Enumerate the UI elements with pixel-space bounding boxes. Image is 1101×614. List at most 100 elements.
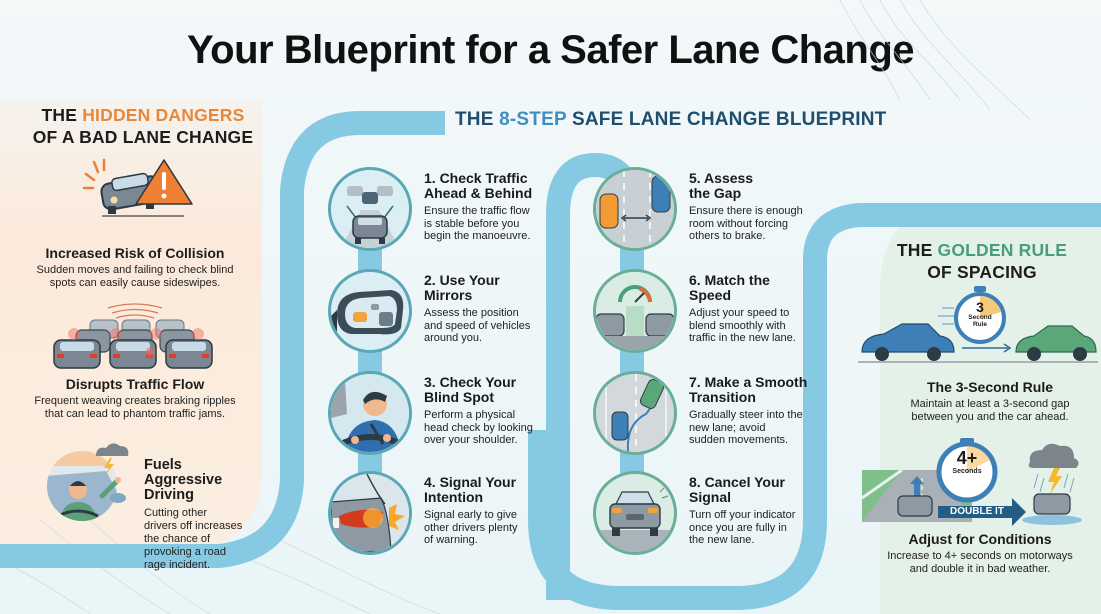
desc-line: over your shoulder. bbox=[424, 434, 518, 446]
desc-line: Ensure the traffic flow bbox=[424, 205, 530, 217]
desc-line: the new lane. bbox=[689, 534, 755, 546]
desc-line: Increase to 4+ seconds on motorways bbox=[887, 550, 1073, 562]
heading-line: Fuels bbox=[144, 457, 182, 473]
desc-line: provoking a road bbox=[144, 546, 226, 558]
desc-line: begin the manoeuvre. bbox=[424, 230, 531, 242]
heading-line: 7. Make a Smooth bbox=[689, 374, 808, 390]
title-prefix: THE bbox=[455, 109, 500, 130]
desc-line: of warning. bbox=[424, 534, 478, 546]
stopwatch-label: Seconds bbox=[952, 468, 982, 475]
desc-line: Ensure there is enough bbox=[689, 205, 803, 217]
desc-line: is stable before you bbox=[424, 217, 520, 230]
title-prefix: THE bbox=[41, 105, 83, 125]
heading-line: 5. Assess bbox=[689, 170, 754, 186]
turn-signal-icon bbox=[328, 471, 412, 555]
desc-line: blend smoothly with bbox=[689, 319, 786, 332]
heading-line: the Gap bbox=[689, 185, 742, 201]
desc-line: Assess the position bbox=[424, 307, 519, 319]
collision-warning-icon bbox=[80, 158, 195, 220]
hidden-dangers-title: THE HIDDEN DANGERS OF A BAD LANE CHANGE bbox=[18, 104, 268, 148]
stopwatch-2-label: 4+ Seconds bbox=[947, 448, 987, 476]
hidden-dangers-panel: THE HIDDEN DANGERS OF A BAD LANE CHANGE … bbox=[0, 0, 290, 614]
stopwatch-number: 4+ bbox=[956, 448, 978, 468]
rule-heading: The 3-Second Rule bbox=[926, 379, 1054, 395]
danger-description: Sudden moves and failing to check blind … bbox=[10, 264, 260, 290]
gap-assessment-icon bbox=[593, 167, 677, 251]
desc-line: Frequent weaving creates braking ripples bbox=[34, 395, 236, 407]
desc-line: that can lead to phantom traffic jams. bbox=[44, 408, 226, 420]
desc-line: traffic in the new lane. bbox=[689, 332, 796, 344]
stopwatch-1-label: 3 Second Rule bbox=[962, 300, 998, 328]
rule-heading: Adjust for Conditions bbox=[908, 531, 1052, 547]
traffic-ahead-behind-icon bbox=[328, 167, 412, 251]
heading-line: 2. Use Your bbox=[424, 272, 500, 288]
rule-description: Increase to 4+ seconds on motorways and … bbox=[860, 550, 1100, 576]
page-title: Your Blueprint for a Safer Lane Change bbox=[186, 28, 915, 72]
desc-line: Maintain at least a 3-second gap bbox=[910, 398, 1070, 410]
traffic-braking-icon bbox=[48, 302, 223, 374]
desc-line: others to brake. bbox=[689, 230, 766, 242]
title-line2: OF A BAD LANE CHANGE bbox=[32, 127, 254, 147]
danger-aggressive-driving: Fuels Aggressive Driving Cutting other d… bbox=[144, 458, 274, 572]
title-accent: HIDDEN DANGERS bbox=[82, 105, 245, 125]
desc-line: Perform a physical bbox=[424, 409, 516, 421]
heading-line: Speed bbox=[689, 287, 732, 303]
title-accent: 8-STEP bbox=[499, 109, 567, 130]
desc-line: Signal early to give bbox=[424, 509, 517, 521]
heading-line: Intention bbox=[424, 489, 484, 505]
danger-description: Frequent weaving creates braking ripples… bbox=[10, 395, 260, 421]
angry-driver-icon bbox=[46, 436, 136, 526]
desc-line: drivers off increases bbox=[144, 520, 243, 532]
title-accent: GOLDEN RULE bbox=[937, 240, 1068, 260]
danger-traffic-flow: Disrupts Traffic Flow Frequent weaving c… bbox=[10, 376, 260, 421]
desc-line: the chance of bbox=[144, 533, 211, 545]
three-second-rule: The 3-Second Rule Maintain at least a 3-… bbox=[880, 379, 1100, 424]
desc-line: Turn off your indicator bbox=[689, 509, 796, 521]
heading-line: 4. Signal Your bbox=[424, 474, 517, 490]
stopwatch-number: 3 bbox=[976, 299, 984, 315]
desc-line: spots can easily cause sideswipes. bbox=[49, 277, 221, 289]
desc-line: new lane; avoid bbox=[689, 421, 766, 434]
adjust-for-conditions: Adjust for Conditions Increase to 4+ sec… bbox=[860, 531, 1100, 576]
desc-line: and double it in bad weather. bbox=[909, 563, 1051, 575]
danger-heading: Fuels Aggressive Driving bbox=[144, 458, 274, 503]
speedometer-icon bbox=[593, 269, 677, 353]
desc-line: sudden movements. bbox=[689, 434, 789, 446]
eight-step-title: THE 8-STEP SAFE LANE CHANGE BLUEPRINT bbox=[455, 109, 886, 131]
heading-line: 3. Check Your bbox=[424, 374, 517, 390]
desc-line: rage incident. bbox=[144, 559, 211, 571]
stopwatch-label: Rule bbox=[972, 321, 988, 328]
title-line2: OF SPACING bbox=[927, 262, 1037, 282]
desc-line: Sudden moves and failing to check blind bbox=[36, 264, 234, 276]
golden-rule-title: THE GOLDEN RULE OF SPACING bbox=[862, 239, 1101, 283]
desc-line: head check by looking bbox=[424, 421, 533, 434]
heading-line: Driving bbox=[144, 487, 194, 503]
